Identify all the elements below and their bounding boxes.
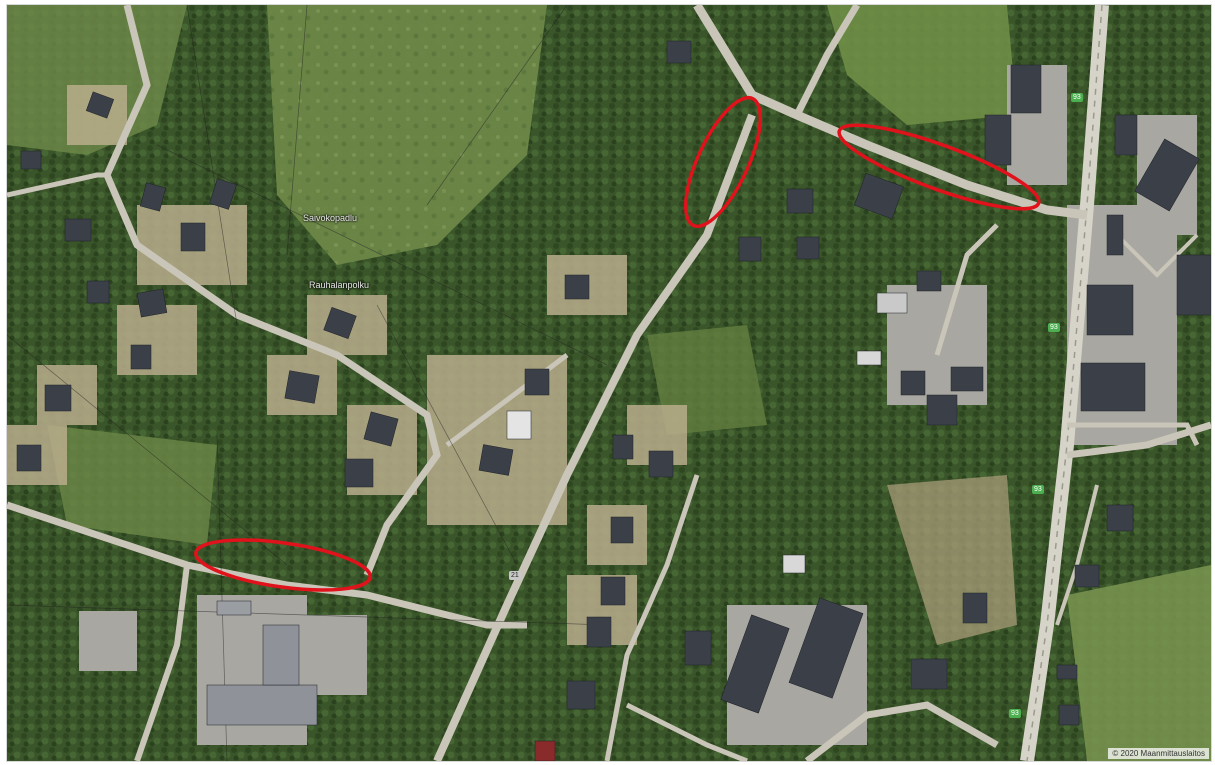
- meadow-area: [267, 5, 547, 265]
- residential-road: [7, 501, 527, 629]
- road-number-badge: 93: [1048, 323, 1060, 332]
- road-number-badge: 21: [509, 571, 521, 580]
- street-label: Saivokopadlu: [303, 213, 358, 223]
- street-label: Rauhalanpolku: [309, 280, 370, 290]
- meadow-area: [47, 425, 217, 545]
- east-road: [804, 701, 999, 761]
- highlight-ellipse-upper-right: [837, 123, 1041, 211]
- east-road: [625, 702, 748, 761]
- residential-road: [7, 172, 107, 198]
- map-viewport[interactable]: Saivokopadlu Rauhalanpolku 93 93 93 93 2…: [6, 4, 1212, 762]
- residential-road: [134, 564, 190, 761]
- highlight-ellipse-upper-left: [683, 95, 763, 229]
- east-road: [1067, 422, 1200, 447]
- road-number-badge: 93: [1009, 709, 1021, 718]
- east-road: [604, 474, 700, 761]
- upper-road: [693, 5, 1088, 220]
- upper-road-north: [793, 5, 861, 117]
- east-road: [1115, 233, 1199, 278]
- east-road: [934, 223, 999, 356]
- residential-road: [103, 5, 441, 577]
- aerial-imagery: [7, 5, 1211, 761]
- road-number-badge: 93: [1071, 93, 1083, 102]
- road-number-badge: 93: [1032, 485, 1044, 494]
- meadow-area: [1067, 565, 1211, 761]
- map-attribution: © 2020 Maanmittauslaitos: [1108, 748, 1209, 759]
- collector-road: [433, 113, 756, 761]
- buildings: [16, 40, 1211, 761]
- meadow-area: [827, 5, 1017, 125]
- meadow-area: [7, 5, 187, 155]
- highlight-ellipse-lower-left: [194, 538, 372, 592]
